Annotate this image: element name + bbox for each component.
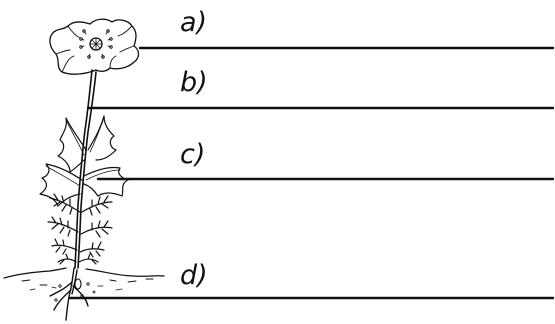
flower <box>49 18 140 75</box>
leaves <box>39 115 129 265</box>
label-b: b) <box>180 67 208 98</box>
stem <box>74 69 97 269</box>
label-a: a) <box>180 7 208 38</box>
label-c: c) <box>180 139 206 170</box>
label-d: d) <box>180 260 208 291</box>
ground <box>3 267 165 291</box>
root <box>49 267 96 321</box>
